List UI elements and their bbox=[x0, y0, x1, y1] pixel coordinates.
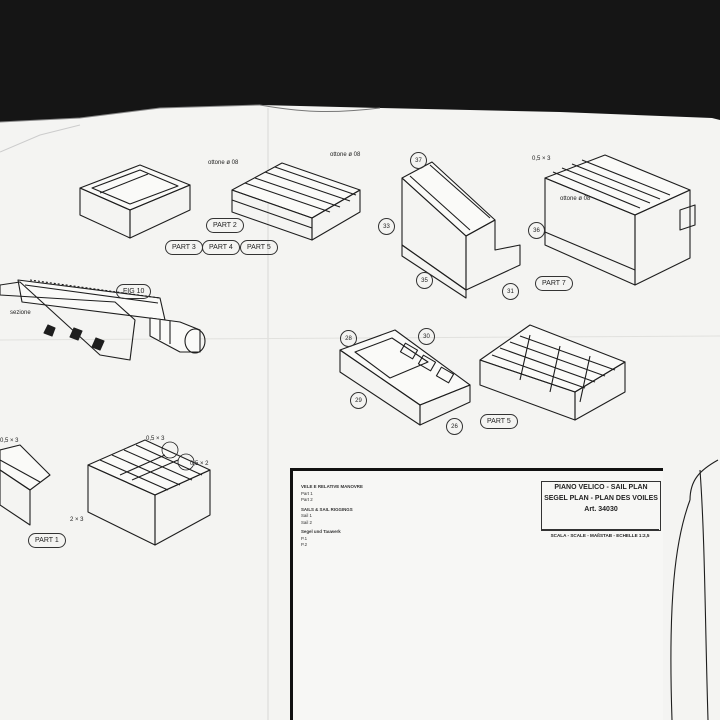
label-part-7: PART 7 bbox=[535, 276, 573, 291]
part-1-drawing bbox=[87, 439, 211, 546]
part-3-drawing bbox=[79, 164, 191, 239]
label-dim-05x3-c: 0,5 × 3 bbox=[146, 436, 165, 442]
partial-box-drawing bbox=[0, 444, 51, 526]
assembly-instructions: VELE E RELATIVE MANOVRE Part 1 Part 2 SA… bbox=[301, 481, 531, 549]
label-dim-2x3: 2 × 3 bbox=[70, 517, 84, 523]
part-6-drawing bbox=[479, 324, 626, 421]
sail-plan-legend-panel: VELE E RELATIVE MANOVRE Part 1 Part 2 SA… bbox=[290, 468, 663, 720]
part-2-drawing bbox=[231, 162, 361, 241]
label-part-1: PART 1 bbox=[28, 533, 66, 548]
callout-28: 28 bbox=[340, 330, 357, 347]
fold-line bbox=[0, 335, 720, 341]
callout-30: 30 bbox=[418, 328, 435, 345]
instruction-line: Sail 1 bbox=[301, 513, 312, 518]
callout-37: 37 bbox=[410, 152, 427, 169]
callout-31: 31 bbox=[502, 283, 519, 300]
section-heading: VELE E RELATIVE MANOVRE bbox=[301, 484, 363, 489]
instruction-line: Part 1 bbox=[301, 490, 313, 496]
label-dim-05x3-a: 0,5 × 3 bbox=[532, 156, 551, 162]
instruction-line: P.2 bbox=[301, 542, 308, 547]
title-line: SEGEL PLAN - PLAN DES VOILES bbox=[544, 495, 658, 502]
fig-10-drawing bbox=[0, 279, 206, 361]
label-part-3: PART 3 bbox=[165, 240, 203, 255]
label-part-6: PART 5 bbox=[480, 414, 518, 429]
label-part-4: PART 4 bbox=[202, 240, 240, 255]
callout-26: 26 bbox=[446, 418, 463, 435]
label-dim-05x2: 0,5 × 2 bbox=[190, 461, 209, 467]
part-33-drawing bbox=[401, 161, 521, 299]
label-part-5: PART 5 bbox=[240, 240, 278, 255]
callout-35: 35 bbox=[416, 272, 433, 289]
label-dim-05x3-b: 0,5 × 3 bbox=[0, 438, 19, 444]
label-fig-10: FIG 10 bbox=[116, 284, 152, 299]
label-part-2: PART 2 bbox=[206, 218, 244, 233]
callout-36: 36 bbox=[528, 222, 545, 239]
title-line: Art. 34030 bbox=[584, 506, 618, 513]
part-7-drawing bbox=[544, 154, 696, 286]
instruction-line: Part 2 bbox=[301, 497, 313, 502]
scale-note: SCALA - SCALE - MAßSTAB - ECHELLE 1:2,5 bbox=[541, 529, 659, 538]
instruction-line: P.1 bbox=[301, 535, 308, 541]
label-ottone-2: ottone ø 08 bbox=[330, 152, 361, 158]
part-28-drawing bbox=[339, 329, 471, 426]
callout-33: 33 bbox=[378, 218, 395, 235]
label-sezione: sezione bbox=[10, 310, 31, 316]
section-heading: Segel und Tauwerk bbox=[301, 529, 341, 534]
sail-plan-title-box: PIANO VELICO - SAIL PLAN SEGEL PLAN - PL… bbox=[541, 481, 661, 531]
instruction-line: Sail 2 bbox=[301, 519, 312, 525]
label-ottone-1: ottone ø 08 bbox=[208, 160, 239, 166]
section-heading: SAILS & SAIL RIGGINGS bbox=[301, 506, 353, 512]
label-ottone-3: ottone ø 08 bbox=[560, 196, 591, 202]
title-line: PIANO VELICO - SAIL PLAN bbox=[554, 484, 648, 491]
callout-29: 29 bbox=[350, 392, 367, 409]
